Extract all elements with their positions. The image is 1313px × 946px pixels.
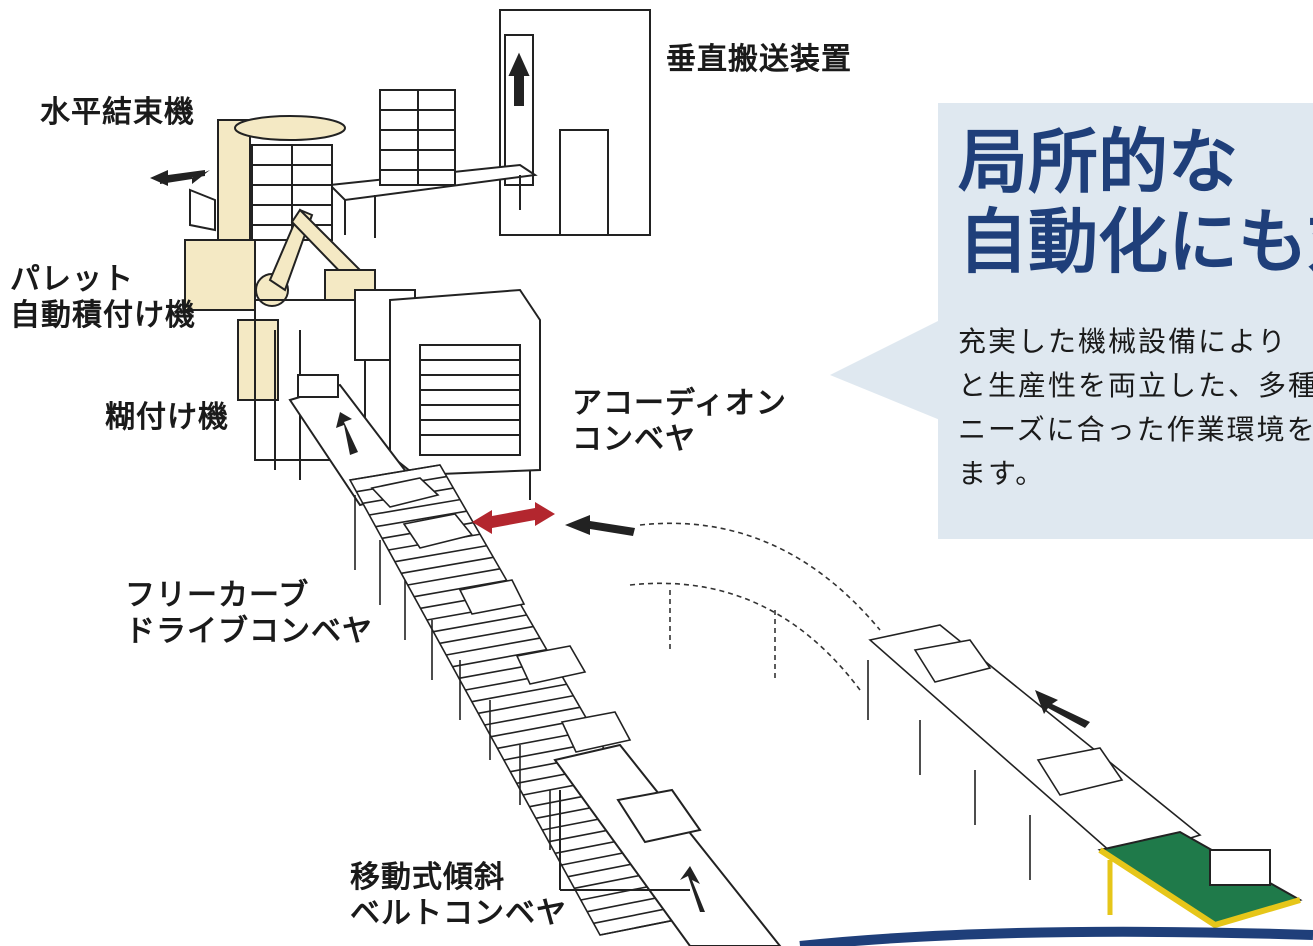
callout-body-line2: と生産性を両立した、多種 <box>958 369 1313 402</box>
roller <box>407 568 501 586</box>
label-palletizer: パレット 自動積付け機 <box>10 262 196 334</box>
label-inclined-belt-conveyor: 移動式傾斜 ベルトコンベヤ <box>350 860 567 932</box>
binder-direction-arrows <box>150 170 210 186</box>
roller <box>349 464 441 481</box>
flow-arrow-upleft <box>1035 690 1090 728</box>
roller <box>471 683 567 703</box>
right-roller-conveyor <box>867 624 1202 880</box>
label-palletizer-line2: 自動積付け機 <box>10 298 196 333</box>
curved-conveyor-dashed-outline <box>629 522 881 691</box>
roller <box>413 579 507 598</box>
callout-body-line3: ニーズに合った作業環境を <box>958 413 1313 446</box>
flow-arrow-left <box>565 515 635 536</box>
roller <box>369 498 461 516</box>
label-vertical-conveyor: 垂直搬送装置 <box>666 42 852 77</box>
horizontal-binder-machine <box>189 115 346 261</box>
roller <box>439 625 534 645</box>
roller <box>452 648 547 668</box>
label-free-curve-conveyor: フリーカーブ ドライブコンベヤ <box>125 578 373 650</box>
vertical-conveyor-machine <box>499 9 651 236</box>
accordion-conveyor-housing <box>389 288 541 500</box>
label-accordion-line1: アコーディオン <box>572 386 787 421</box>
roller <box>401 556 494 575</box>
upper-roller-conveyor <box>327 89 538 238</box>
roller <box>433 614 527 633</box>
label-accordion-line2: コンベヤ <box>572 422 696 457</box>
decorative-arc <box>799 926 1313 946</box>
roller <box>484 706 581 726</box>
callout-pointer <box>830 320 940 420</box>
label-accordion-conveyor: アコーディオン コンベヤ <box>572 386 787 458</box>
label-palletizer-line1: パレット <box>10 262 134 297</box>
callout-headline-line1: 局所的な <box>958 120 1238 203</box>
label-gluer: 糊付け機 <box>105 400 229 435</box>
callout-body-line1: 充実した機械設備により <box>958 325 1288 358</box>
mobile-inclined-belt-conveyor <box>553 743 782 946</box>
loading-ramp <box>1097 830 1303 929</box>
label-free-curve-line2: ドライブコンベヤ <box>125 614 373 649</box>
accordion-extension-arrow <box>472 502 555 534</box>
label-belt-line1: 移動式傾斜 <box>350 860 505 895</box>
label-belt-line2: ベルトコンベヤ <box>350 896 567 931</box>
label-free-curve-line1: フリーカーブ <box>125 578 310 613</box>
roller <box>446 637 541 656</box>
label-horizontal-binder: 水平結束機 <box>40 95 195 130</box>
roller <box>394 544 487 563</box>
callout-panel <box>938 103 1313 539</box>
callout-headline-line2: 自動化にも対 <box>958 200 1313 283</box>
roller <box>375 510 467 528</box>
callout-body-line4: ます。 <box>958 457 1046 490</box>
roller <box>478 694 574 715</box>
